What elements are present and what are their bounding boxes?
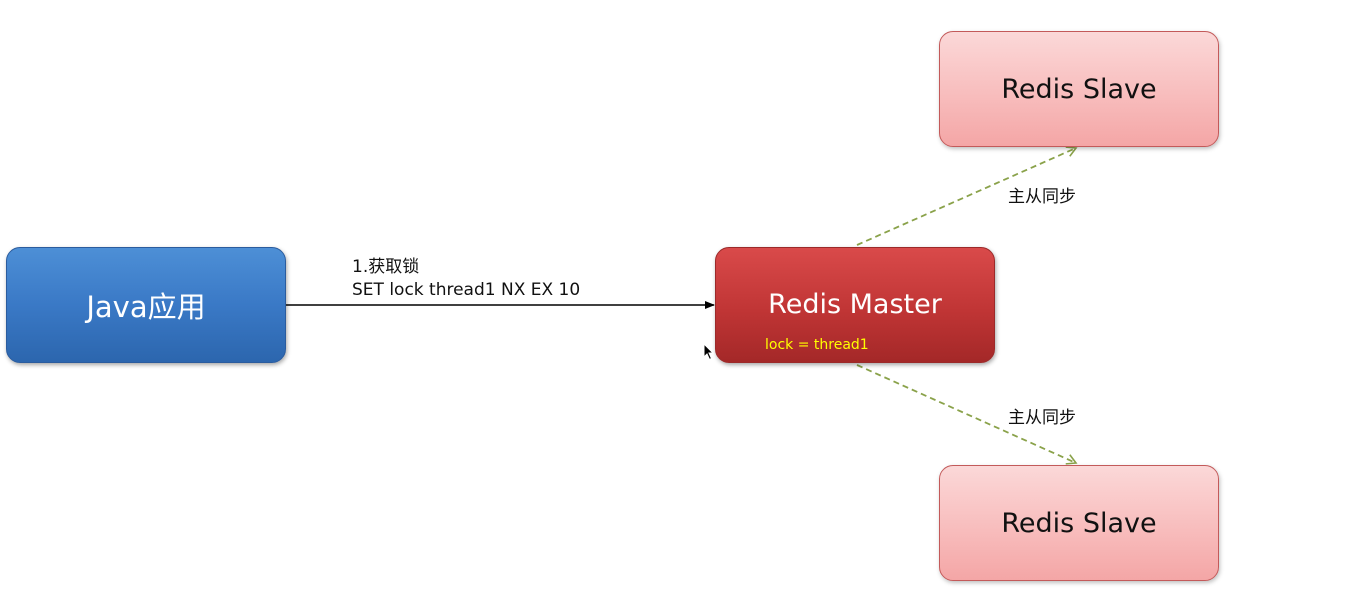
java-app-label: Java应用 [86,290,206,324]
sync-top-label: 主从同步 [1008,187,1076,207]
redis-master-lock-state: lock = thread1 [765,337,869,353]
redis-slave-bottom-label: Redis Slave [1001,507,1157,539]
redis-master-label: Redis Master [768,288,942,320]
acquire-lock-step-label: 1.获取锁 [352,257,420,277]
sync-bottom-label: 主从同步 [1008,408,1076,428]
redis-master-node: Redis Master lock = thread1 [715,247,995,363]
redis-slave-top-node: Redis Slave [939,31,1219,147]
mouse-pointer-icon [703,343,715,361]
acquire-lock-command-label: SET lock thread1 NX EX 10 [352,280,581,300]
redis-slave-bottom-node: Redis Slave [939,465,1219,581]
redis-slave-top-label: Redis Slave [1001,73,1157,105]
java-app-node: Java应用 [6,247,286,363]
